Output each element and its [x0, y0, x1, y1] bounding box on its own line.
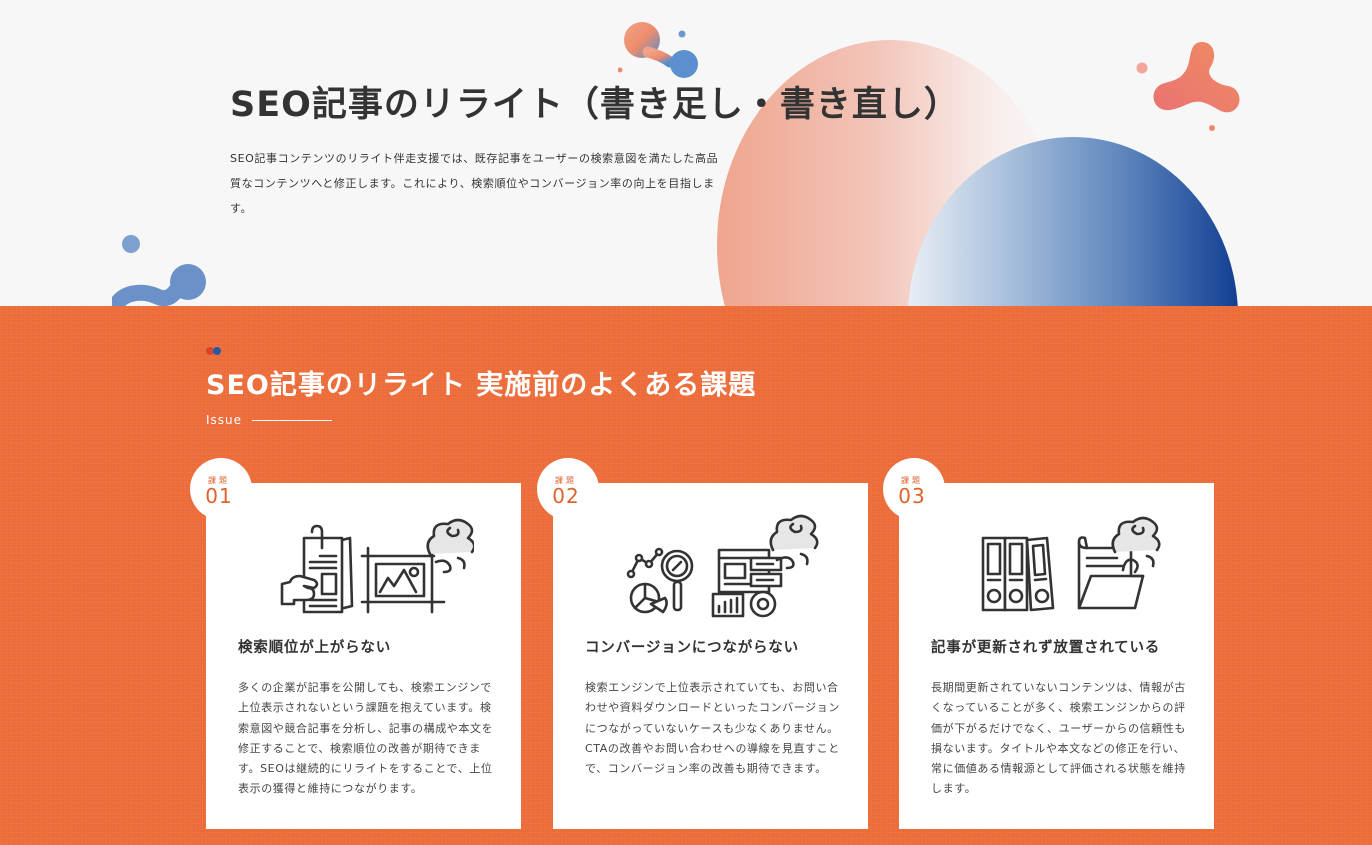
- section-title: SEO記事のリライト 実施前のよくある課題: [206, 370, 757, 401]
- issue-description: 多くの企業が記事を公開しても、検索エンジンで上位表示されないという課題を抱えてい…: [238, 681, 494, 796]
- badge-label: 課題: [208, 475, 230, 485]
- document-photo-smoke-icon: [206, 508, 521, 618]
- molecule-decoration-icon: [1136, 42, 1240, 131]
- badge-number: 03: [898, 483, 926, 508]
- section-subtitle-text: Issue: [206, 413, 243, 427]
- badge-label: 課題: [555, 475, 577, 485]
- issue-badge: 課題 02: [537, 458, 599, 520]
- hero-description: SEO記事コンテンツのリライト伴走支援では、既存記事をユーザーの検索意図を満たし…: [230, 152, 719, 215]
- analytics-dashboard-smoke-icon: [553, 508, 868, 618]
- issue-title: 検索順位が上がらない: [238, 640, 391, 656]
- issue-card-03: 課題 03 記事が更新されず放置されている 長期間更新されていないコンテンツは、: [883, 458, 1214, 829]
- issue-badge: 課題 03: [883, 458, 945, 520]
- badge-number: 01: [205, 483, 233, 508]
- issue-title: コンバージョンにつながらない: [585, 640, 799, 656]
- issue-description: 長期間更新されていないコンテンツは、情報が古くなっていることが多く、検索エンジン…: [931, 681, 1186, 796]
- section-subtitle: Issue: [206, 413, 333, 427]
- subtitle-underline: [252, 419, 333, 421]
- section-dots-icon: [206, 347, 221, 355]
- badge-number: 02: [552, 483, 580, 508]
- issue-section: SEO記事のリライト 実施前のよくある課題 Issue 課題 01: [0, 306, 1372, 845]
- issue-card-02: 課題 02: [537, 458, 868, 829]
- binders-folder-smoke-icon: [899, 508, 1214, 618]
- issue-description: 検索エンジンで上位表示されていても、お問い合わせや資料ダウンロードといったコンバ…: [585, 681, 840, 776]
- page-title: SEO記事のリライト（書き足し・書き直し）: [230, 85, 960, 125]
- molecule-decoration-icon: [618, 22, 698, 78]
- molecule-decoration-icon: [112, 235, 206, 306]
- issue-title: 記事が更新されず放置されている: [931, 640, 1161, 656]
- issue-card-01: 課題 01: [190, 458, 521, 829]
- badge-label: 課題: [901, 475, 923, 485]
- hero-section: SEO記事のリライト（書き足し・書き直し） SEO記事コンテンツのリライト伴走支…: [0, 0, 1372, 306]
- issue-badge: 課題 01: [190, 458, 252, 520]
